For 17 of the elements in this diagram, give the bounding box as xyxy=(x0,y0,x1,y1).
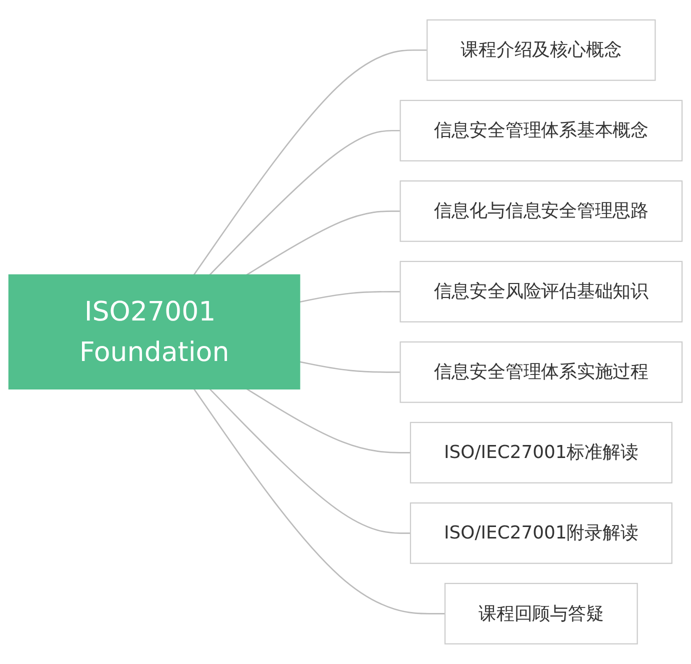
node-box: 信息安全管理体系实施过程 xyxy=(400,342,683,403)
connector xyxy=(193,50,428,276)
connector xyxy=(209,130,400,276)
node-box: 信息安全风险评估基础知识 xyxy=(400,261,683,322)
node-box: 信息安全管理体系基本概念 xyxy=(400,100,683,162)
node-box: ISO/IEC27001附录解读 xyxy=(410,502,672,564)
connector xyxy=(193,388,445,614)
node-box: ISO/IEC27001标准解读 xyxy=(410,422,672,484)
connector xyxy=(300,361,400,373)
node-box: 课程回顾与答疑 xyxy=(444,583,638,644)
connector xyxy=(246,388,410,454)
connector xyxy=(246,210,400,276)
node-box: 课程介绍及核心概念 xyxy=(426,19,656,81)
connector xyxy=(209,388,410,534)
node-box: 信息化与信息安全管理思路 xyxy=(400,180,683,242)
connector xyxy=(300,291,400,303)
node-box: ISO27001 Foundation xyxy=(8,274,300,390)
